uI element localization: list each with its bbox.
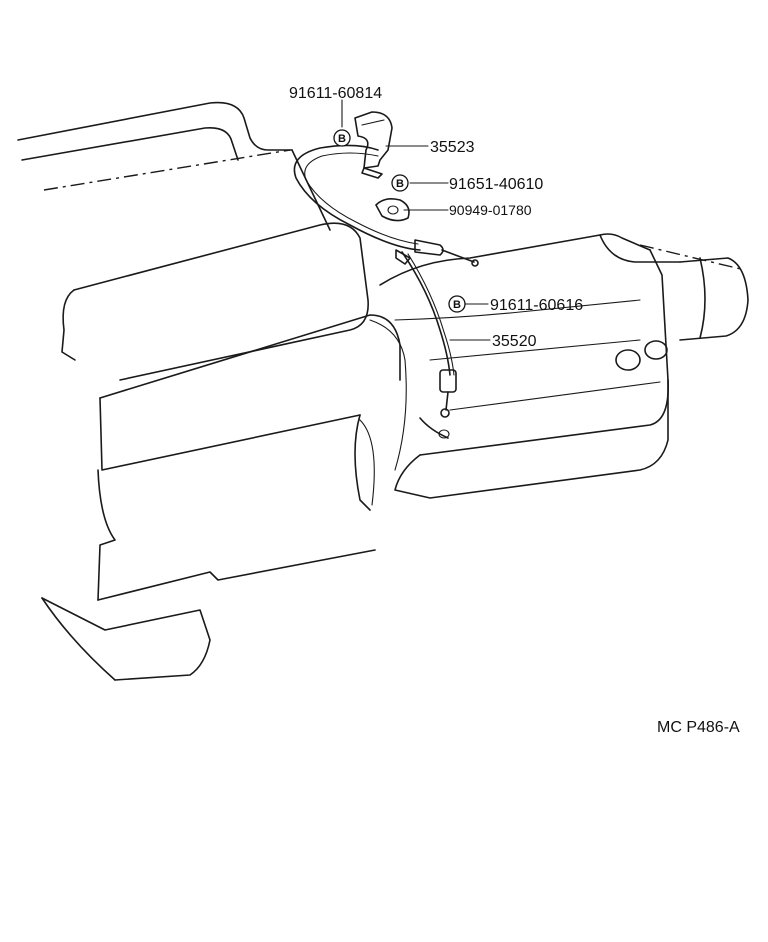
svg-text:B: B [396,178,404,190]
svg-text:B: B [453,299,461,311]
part-label-91611-60616: 91611-60616 [490,297,583,314]
b-badge-3: B [391,174,409,192]
throttle-cable [293,144,479,418]
clamp-90949 [375,198,410,222]
figure-code: MC P486-A [657,719,740,736]
part-label-35523: 35523 [430,139,475,156]
leader-lines [341,99,491,341]
svg-text:B: B [338,133,346,145]
transmission-case [379,233,749,499]
b-badge-1: B [333,129,351,147]
bracket-35523 [354,111,393,179]
part-label-90949-01780: 90949-01780 [449,202,532,218]
part-label-35520: 35520 [492,333,537,350]
part-label-91651-40610: 91651-40610 [449,176,543,193]
part-label-91611-60814: 91611-60814 [289,85,382,102]
b-badge-5: B [448,295,466,313]
engine-block [17,101,407,681]
